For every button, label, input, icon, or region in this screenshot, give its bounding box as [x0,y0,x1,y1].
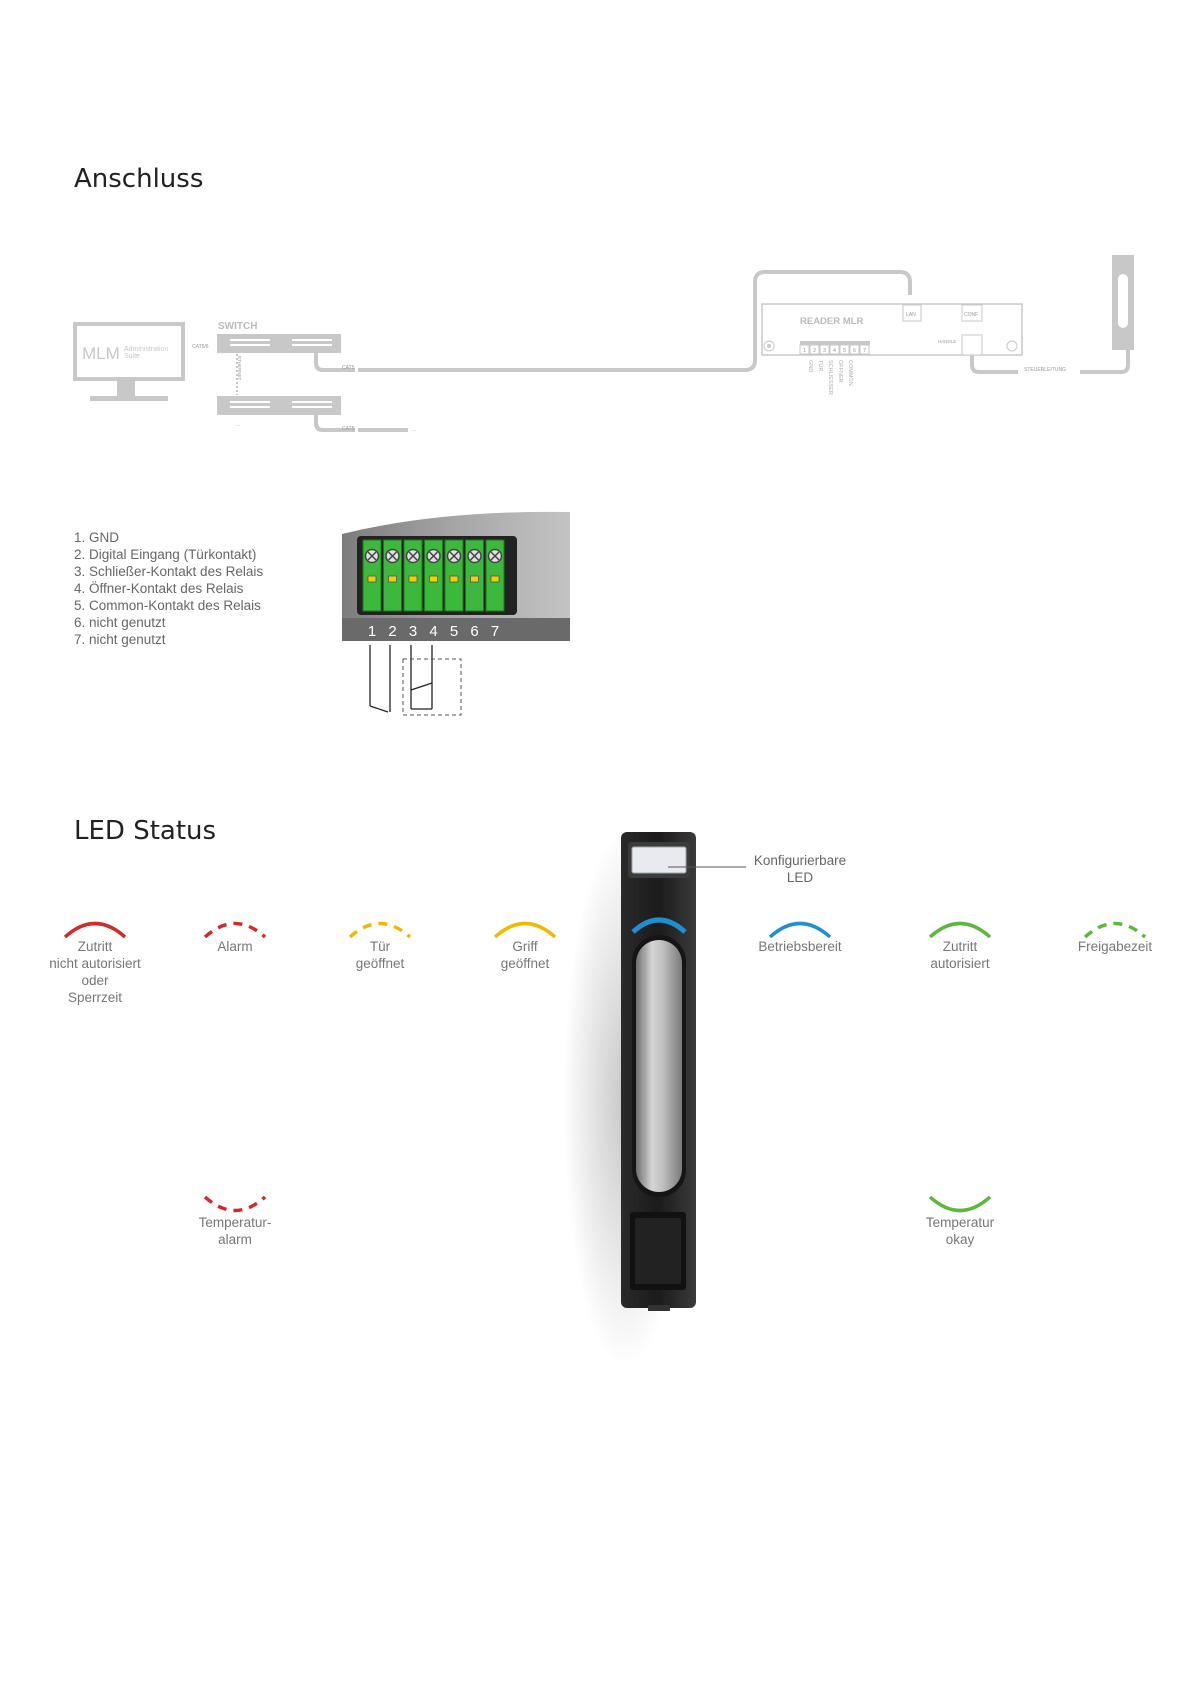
led-status-label: Tür geöffnet [355,939,405,971]
terminal-slot [485,539,505,612]
led-arc-icon [928,1196,992,1213]
switch-icon [217,396,341,415]
switch-label: SWITCH [218,321,257,332]
pin-item: 3. Schließer-Kontakt des Relais [74,564,264,579]
terminal-number: 1 [368,623,376,640]
board-terminal: 7 [859,344,870,355]
terminal-slot [465,539,484,612]
led-status-label: Temperatur- alarm [198,1215,272,1247]
led-status-label: Zutritt autorisiert [930,939,990,971]
terminal-label-gnd: GND [807,360,813,372]
terminal-label-tuer: TÜR [817,360,824,371]
led-status-item: Temperatur okay [905,1196,1015,1248]
led-arc-icon [63,921,127,938]
steuerleitung-label: STEUERLEITUNG [1024,367,1066,373]
reader-board: READER MLR LAN CONF HANDLE 1 2 3 4 5 6 7 [761,303,1023,356]
led-status-item: Tür geöffnet [325,920,435,972]
switch-icon [217,334,341,353]
led-callout-label: Konfigurierbare LED [753,853,847,885]
board-terminal-number: 2 [813,348,816,354]
led-status-label: Alarm [217,939,253,954]
pin-item: 6. nicht genutzt [74,615,166,630]
terminal-slot [424,539,443,612]
led-status-label: Betriebsbereit [758,939,842,954]
mlm-suite-line1: Administration [124,346,168,353]
board-terminal-number: 7 [863,348,866,354]
board-terminal: 3 [819,344,830,355]
pin-item: 1. GND [74,530,120,545]
handle-device-icon [1112,255,1134,350]
reader-label: READER MLR [800,316,863,327]
led-arc-icon [768,921,832,938]
monitor-icon: MLM Administration Suite [73,322,185,401]
terminal-number: 5 [450,623,458,640]
board-terminal-number: 3 [823,348,826,354]
connection-section-title: Anschluss [74,164,204,194]
conf-label: CONF [964,312,978,318]
led-arc-icon [928,921,992,938]
pin-item: 5. Common-Kontakt des Relais [74,598,261,613]
terminal-label-common: COMMON [847,360,853,386]
terminal-label-schliesser: SCHLIESSER [827,360,833,395]
pin-item: 7. nicht genutzt [74,632,166,647]
board-terminal: 2 [809,344,820,355]
callout-line [668,866,746,868]
reader-device-image [563,830,696,1360]
terminal-slot [403,539,423,612]
ethernet-label: ETHERNET [237,356,242,381]
led-status-label: Zutritt nicht autorisiert oder Sperrzeit [49,939,141,1005]
led-arc-icon [1083,921,1147,938]
cat5-label-1: CAT5 [342,365,355,371]
led-status-label: Griff geöffnet [500,939,550,971]
led-arc-icon [348,921,412,938]
led-status-item: Temperatur- alarm [180,1196,290,1248]
board-terminal-number: 6 [853,348,856,354]
board-terminal-number: 4 [833,348,836,354]
led-status-label: Temperatur okay [925,1215,995,1247]
pin-list: 1. GND 2. Digital Eingang (Türkontakt) 3… [74,529,263,648]
board-terminal: 1 [799,344,810,355]
mlm-logo: MLM [82,344,120,363]
handle-label: HANDLE [938,339,956,344]
terminal-number: 6 [470,623,478,640]
board-terminal: 6 [849,344,860,355]
terminal-block [362,539,505,612]
led-arc-icon [203,921,267,938]
terminal-slot [383,539,402,612]
led-status-item: Zutritt nicht autorisiert oder Sperrzeit [40,920,150,1006]
ellipsis-2: ... [411,426,417,433]
led-status-item: Griff geöffnet [470,920,580,972]
led-arc-icon [493,921,557,938]
terminal-number: 4 [429,623,437,640]
terminal-number: 2 [388,623,396,640]
mlm-suite-line2: Suite [124,353,140,360]
led-status-item: Freigabezeit [1060,920,1170,955]
terminal-number: 7 [491,623,499,640]
board-terminal: 5 [839,344,850,355]
cat5-label-2: CAT5 [342,426,355,432]
connection-diagram: MLM Administration Suite CAT5/6 SWITCH E… [73,255,1134,433]
board-terminal-number: 5 [843,348,846,354]
lan-label: LAN [906,312,916,318]
led-section-title: LED Status [74,816,217,846]
pin-item: 2. Digital Eingang (Türkontakt) [74,547,257,562]
relay-dashed-box [402,658,462,716]
led-status-item: Zutritt autorisiert [905,920,1015,972]
terminal-number: 3 [409,623,417,640]
led-status-item: Alarm [180,920,290,955]
board-terminal: 4 [829,344,840,355]
relay-wiring [369,645,433,713]
terminal-slot [444,539,464,612]
led-status-label: Freigabezeit [1077,939,1153,954]
terminal-slot [362,539,382,612]
pin-item: 4. Öffner-Kontakt des Relais [74,581,244,596]
ellipsis-1: ... [235,421,241,428]
cat-label-left: CAT5/6 [192,344,209,350]
terminal-label-oeffner: ÖFFNER [837,360,844,383]
led-status-item: Betriebsbereit [745,920,855,955]
board-terminal-number: 1 [803,348,806,354]
led-arc-icon [203,1196,267,1213]
